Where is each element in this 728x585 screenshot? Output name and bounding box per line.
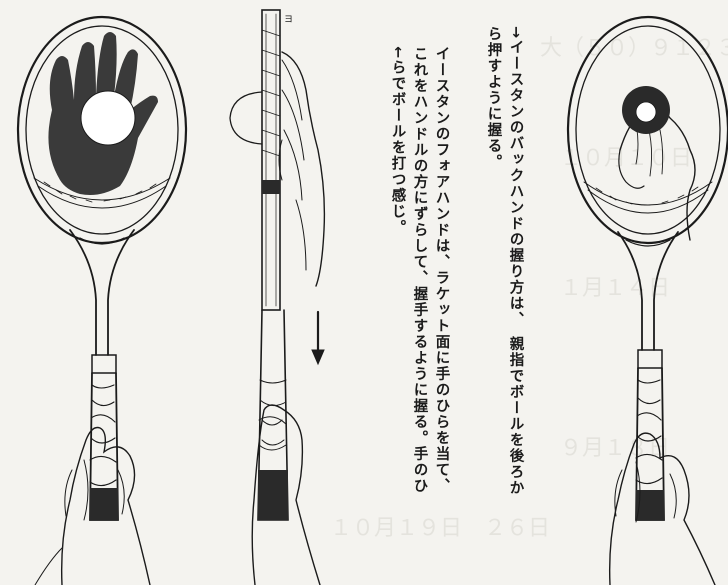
ball-center [635, 101, 657, 123]
svg-text:ヨ: ヨ [284, 15, 293, 25]
ball-outline [80, 90, 136, 146]
caption-backhand-line-1: →イースタンのバックハンドの握り方は、 親指でボールを後ろか [507, 26, 524, 497]
caption-backhand-line-2: ら押すように握る。 [485, 26, 502, 170]
racket-backhand-thumb-grip [566, 15, 728, 585]
show-through-text: １０月１９日 ２６日 [330, 516, 551, 541]
racket-face-palm-print [16, 15, 188, 585]
caption-forehand-line-2: これをハンドルの方にずらして、握手するように握る。手のひ [411, 46, 428, 494]
racket-side-view-forehand-grip: ヨ [229, 9, 326, 585]
show-through-text: １月１４日 [560, 276, 671, 301]
show-through-text: １０月１０日 [560, 146, 693, 171]
caption-forehand-line-1: イースタンのフォアハンドは、ラケット面に手のひらを当て、 [433, 46, 450, 494]
caption-forehand-line-3: ←らでボールを打つ感じ。 [389, 46, 406, 236]
